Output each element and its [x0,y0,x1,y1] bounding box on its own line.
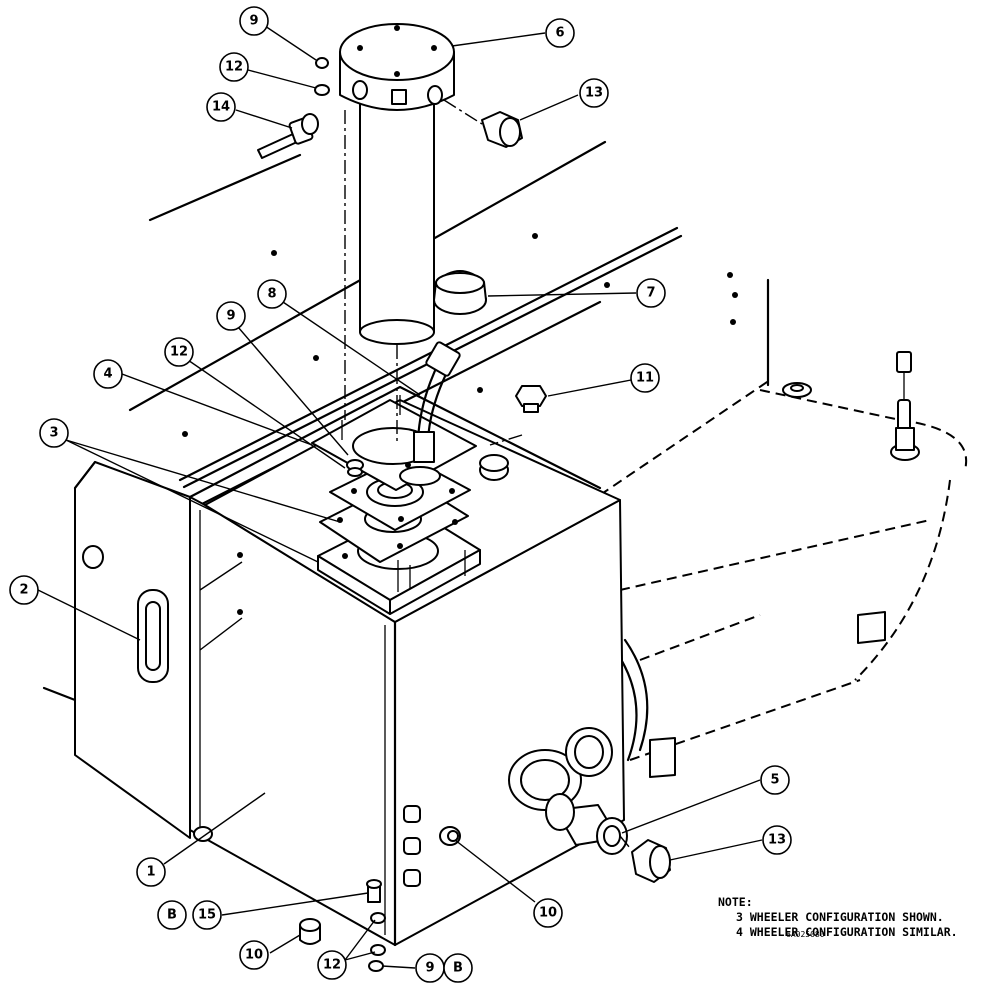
balloon-6: 6 [545,18,575,48]
svg-text:6: 6 [555,26,564,41]
tank-sensor [890,351,920,461]
balloon-12-bottom: 12 [317,950,347,980]
svg-text:9: 9 [425,961,434,976]
svg-text:13: 13 [585,86,603,101]
svg-text:B: B [453,961,463,976]
balloon-3: 3 [39,418,69,448]
svg-text:10: 10 [245,948,263,963]
svg-text:5: 5 [770,773,779,788]
note-line-1: 3 WHEELER CONFIGURATION SHOWN. [736,910,944,924]
bottom-hardware [366,879,386,972]
svg-text:12: 12 [170,345,188,360]
balloon-10-side: 10 [533,898,563,928]
balloon-9-top: 9 [239,6,269,36]
nut-washer-top [314,57,330,96]
balloon-5: 5 [760,765,790,795]
balloon-2: 2 [9,575,39,605]
filter-mount-plates [311,395,481,615]
fill-neck [479,454,509,481]
svg-text:4: 4 [103,367,112,382]
svg-text:11: 11 [636,371,654,386]
balloon-1: 1 [136,857,166,887]
pressure-switch-14 [257,113,319,159]
svg-text:3: 3 [49,426,58,441]
balloon-12-middle: 12 [164,337,194,367]
balloon-9-middle: 9 [216,301,246,331]
leader-lines [37,25,763,969]
plug-10-bottom [299,918,321,945]
center-lines [344,99,631,849]
svg-text:B: B [167,908,177,923]
svg-text:9: 9 [249,14,258,29]
sight-gauge [137,589,169,683]
balloon-14: 14 [206,92,236,122]
svg-text:7: 7 [646,286,655,301]
balloon-4: 4 [93,359,123,389]
svg-text:12: 12 [323,958,341,973]
configuration-note: NOTE: 3 WHEELER CONFIGURATION SHOWN. 4 W… [718,895,958,940]
tank-side-cover [42,460,191,839]
svg-text:8: 8 [267,287,276,302]
balloon-B-left: B [157,900,187,930]
balloon-B-bottom: B [443,953,473,983]
svg-text:14: 14 [212,100,230,115]
svg-text:12: 12 [225,60,243,75]
drawing-number: 6A025080 [786,930,825,939]
breather-cap [433,270,487,315]
svg-text:13: 13 [768,833,786,848]
balloon-13-top: 13 [579,78,609,108]
svg-text:1: 1 [146,865,155,880]
dashed-cylindrical-tank [599,379,968,778]
balloon-15: 15 [192,900,222,930]
fitting-13-top [481,111,523,148]
balloon-9-bottom: 9 [415,953,445,983]
drain-plug-11 [515,385,547,413]
balloon-8: 8 [257,279,287,309]
note-heading: NOTE: [718,895,753,909]
suction-fitting-5 [545,793,628,855]
svg-text:15: 15 [198,908,216,923]
svg-text:9: 9 [226,309,235,324]
hose-fitting-8 [399,341,461,486]
note-line-2: 4 WHEELER CONFIGURATION SIMILAR. [736,925,958,939]
return-filter [339,23,455,345]
balloon-13-bottom: 13 [762,825,792,855]
svg-text:10: 10 [539,906,557,921]
svg-text:2: 2 [19,583,28,598]
balloon-7: 7 [636,278,666,308]
balloon-11: 11 [630,363,660,393]
balloon-10-bottom: 10 [239,940,269,970]
fitting-13-bottom [631,839,671,883]
balloon-12-top: 12 [219,52,249,82]
